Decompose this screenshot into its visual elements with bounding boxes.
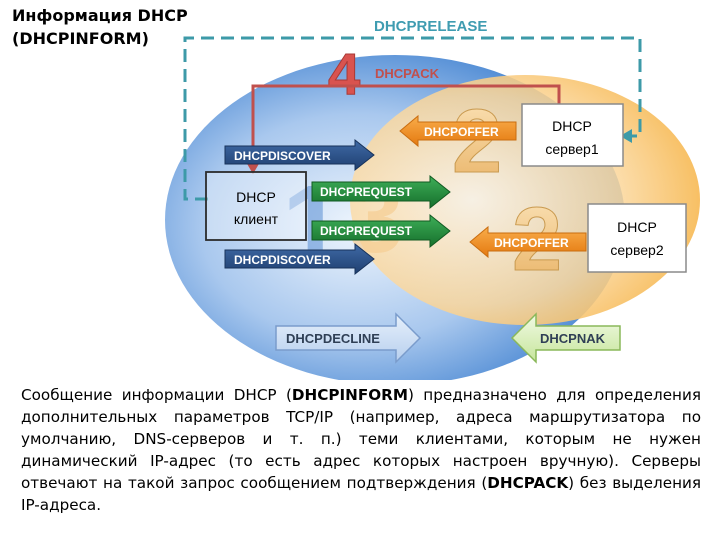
discover-arrow-top: DHCPDISCOVER <box>224 138 375 172</box>
decline-label: DHCPDECLINE <box>286 331 380 346</box>
dhcp-diagram: 1 3 2 2 4 DHCPRELEASE DHCPACK DHCPOFFER … <box>165 18 700 380</box>
desc-inform-term: DHCPINFORM <box>291 386 408 404</box>
offer-label-bottom: DHCPOFFER <box>494 236 569 250</box>
request-arrow-1: DHCPREQUEST <box>311 174 451 210</box>
offer-arrow-top: DHCPOFFER <box>399 114 517 148</box>
ack-arrowhead <box>246 162 260 174</box>
release-label: DHCPRELEASE <box>374 18 487 35</box>
offer-label-top: DHCPOFFER <box>424 125 499 139</box>
discover-label-bottom: DHCPDISCOVER <box>234 253 331 267</box>
desc-ack-term: DHCPACK <box>487 474 569 492</box>
server1-box: DHCP сервер1 <box>521 103 624 167</box>
release-arrowhead <box>620 129 632 143</box>
title-line-1: Информация DHCP <box>12 6 188 25</box>
request-label-2: DHCPREQUEST <box>320 224 413 238</box>
server2-box: DHCP сервер2 <box>587 203 687 273</box>
desc-text-3: ) без выделения IP-адреса. <box>21 474 702 514</box>
title-line-2: (DHCPINFORM) <box>12 29 149 48</box>
discover-label-top: DHCPDISCOVER <box>234 149 331 163</box>
description-paragraph: Сообщение информации DHCP (DHCPINFORM) п… <box>21 384 701 516</box>
slide-title: Информация DHCP (DHCPINFORM) <box>12 4 188 50</box>
step-number-4: 4 <box>328 42 360 107</box>
server2-line-2: сервер2 <box>610 242 663 258</box>
server2-line-1: DHCP <box>617 219 657 235</box>
ack-label: DHCPACK <box>375 66 440 81</box>
nak-label: DHCPNAK <box>540 331 606 346</box>
decline-arrow: DHCPDECLINE <box>275 312 422 364</box>
nak-arrow: DHCPNAK <box>510 312 621 364</box>
request-label-1: DHCPREQUEST <box>320 185 413 199</box>
discover-arrow-bottom: DHCPDISCOVER <box>224 242 375 276</box>
desc-text-2: ) предназначено для определения дополнит… <box>21 386 701 492</box>
release-dashed-line <box>183 36 642 201</box>
server1-line-1: DHCP <box>552 118 592 134</box>
client-line-2: клиент <box>234 211 279 227</box>
client-box: DHCP клиент <box>205 171 307 241</box>
request-arrow-2: DHCPREQUEST <box>311 213 451 249</box>
step-number-2-top: 2 <box>452 92 502 192</box>
offer-arrow-bottom: DHCPOFFER <box>469 225 587 259</box>
client-line-1: DHCP <box>236 189 276 205</box>
ack-line <box>251 84 561 164</box>
server1-line-2: сервер1 <box>545 141 598 157</box>
desc-text-1: Сообщение информации DHCP ( <box>21 386 292 404</box>
